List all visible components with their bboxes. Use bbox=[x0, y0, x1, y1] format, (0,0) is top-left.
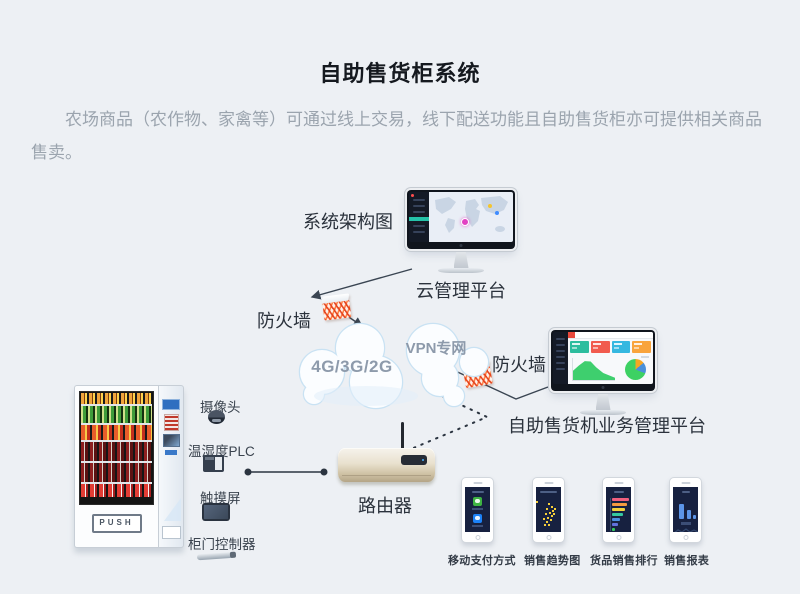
sales-ranking-screen bbox=[606, 487, 631, 532]
router-led-module bbox=[401, 455, 427, 465]
app-label-sales-trend: 销售趋势图 bbox=[524, 555, 581, 567]
firewall-icon-left bbox=[321, 293, 352, 321]
door-screen-icon bbox=[162, 399, 180, 410]
monitor-sidebar bbox=[409, 192, 429, 242]
monitor-screen bbox=[551, 330, 655, 391]
dashboard bbox=[568, 332, 653, 384]
vending-door-panel bbox=[158, 385, 184, 548]
door-controller-icon bbox=[196, 551, 236, 561]
door-pickup-slot bbox=[162, 526, 181, 539]
cloud-platform-monitor bbox=[407, 190, 515, 273]
camera-icon bbox=[208, 410, 225, 424]
app-label-sales-report: 销售报表 bbox=[664, 555, 710, 567]
cloud-platform-label: 云管理平台 bbox=[416, 281, 506, 301]
home-button-icon bbox=[475, 535, 480, 540]
business-platform-monitor bbox=[551, 330, 655, 415]
touchscreen-icon bbox=[202, 503, 230, 521]
wechat-pay-icon bbox=[473, 497, 482, 506]
home-button-icon bbox=[546, 535, 551, 540]
app-label-sales-ranking: 货品销售排行 bbox=[590, 555, 658, 567]
dashboard-card-red bbox=[590, 341, 610, 353]
ranking-bars bbox=[610, 498, 631, 531]
push-flap: PUSH bbox=[91, 514, 142, 533]
door-card-reader-icon bbox=[162, 434, 180, 447]
sidebar-active-item bbox=[409, 217, 429, 221]
dashboard-logo bbox=[568, 332, 575, 338]
dashboard-card-teal bbox=[570, 341, 589, 353]
monitor-sidebar bbox=[553, 332, 568, 384]
vending-shelf bbox=[81, 442, 152, 463]
firewall-label-right: 防火墙 bbox=[492, 355, 546, 375]
vending-shelf bbox=[81, 406, 152, 425]
dashboard-card-cyan bbox=[611, 341, 631, 353]
door-controller-label: 柜门控制器 bbox=[188, 537, 256, 552]
router-body bbox=[338, 448, 435, 482]
phone-mobile-payment bbox=[461, 477, 494, 543]
sales-trend-screen bbox=[536, 487, 561, 532]
report-wave-line bbox=[673, 528, 698, 532]
monitor-base bbox=[438, 268, 484, 273]
home-button-icon bbox=[616, 535, 621, 540]
phone-sales-ranking bbox=[602, 477, 635, 543]
map-pin-blue-icon bbox=[494, 211, 499, 215]
door-decor bbox=[164, 498, 181, 521]
report-bars bbox=[673, 497, 698, 521]
business-platform-label: 自助售货机业务管理平台 bbox=[508, 416, 706, 436]
phone-sales-report bbox=[669, 477, 702, 543]
phone-sales-trend bbox=[532, 477, 565, 543]
map-pin-magenta-icon bbox=[460, 218, 469, 226]
home-button-icon bbox=[683, 535, 688, 540]
vending-machine: PUSH bbox=[74, 385, 184, 548]
alipay-icon bbox=[473, 514, 482, 523]
door-keypad-icon bbox=[163, 414, 179, 431]
sales-report-screen bbox=[673, 487, 698, 532]
vending-window bbox=[79, 391, 154, 505]
monitor-stand bbox=[595, 394, 611, 410]
app-label-mobile-payment: 移动支付方式 bbox=[448, 555, 516, 567]
firewall-label-left: 防火墙 bbox=[257, 311, 311, 331]
mobile-payment-screen bbox=[465, 487, 490, 532]
monitor-base bbox=[580, 410, 626, 415]
door-button-icon bbox=[165, 450, 177, 455]
dashboard-pie-chart bbox=[625, 359, 646, 380]
network-cloud-shape bbox=[298, 322, 490, 410]
vending-shelf bbox=[81, 484, 152, 497]
monitor-screen bbox=[407, 190, 515, 249]
dashboard-area-chart bbox=[572, 358, 615, 381]
vending-shelf bbox=[81, 393, 152, 406]
vending-shelf bbox=[81, 463, 152, 484]
page-description: 农场商品（农作物、家禽等）可通过线上交易，线下配送功能且自助售货柜亦可提供相关商… bbox=[31, 110, 762, 162]
router-device bbox=[338, 422, 435, 482]
pie-legend bbox=[641, 356, 649, 358]
page-title: 自助售货柜系统 bbox=[319, 61, 481, 86]
architecture-label: 系统架构图 bbox=[303, 212, 393, 232]
vending-shelf bbox=[81, 425, 152, 442]
dashboard-card-orange bbox=[632, 341, 651, 353]
vpn-label: VPN专网 bbox=[405, 340, 467, 357]
window-dot-icon bbox=[411, 194, 414, 197]
world-map bbox=[429, 192, 513, 242]
touchscreen-label: 触摸屏 bbox=[200, 491, 241, 506]
router-antenna bbox=[401, 422, 404, 449]
monitor-stand bbox=[453, 252, 469, 268]
router-label: 路由器 bbox=[358, 496, 412, 516]
map-pin-yellow-icon bbox=[487, 204, 492, 208]
plc-icon bbox=[203, 455, 224, 472]
trend-dots bbox=[536, 501, 538, 503]
cellular-network-label: 4G/3G/2G bbox=[311, 357, 393, 376]
